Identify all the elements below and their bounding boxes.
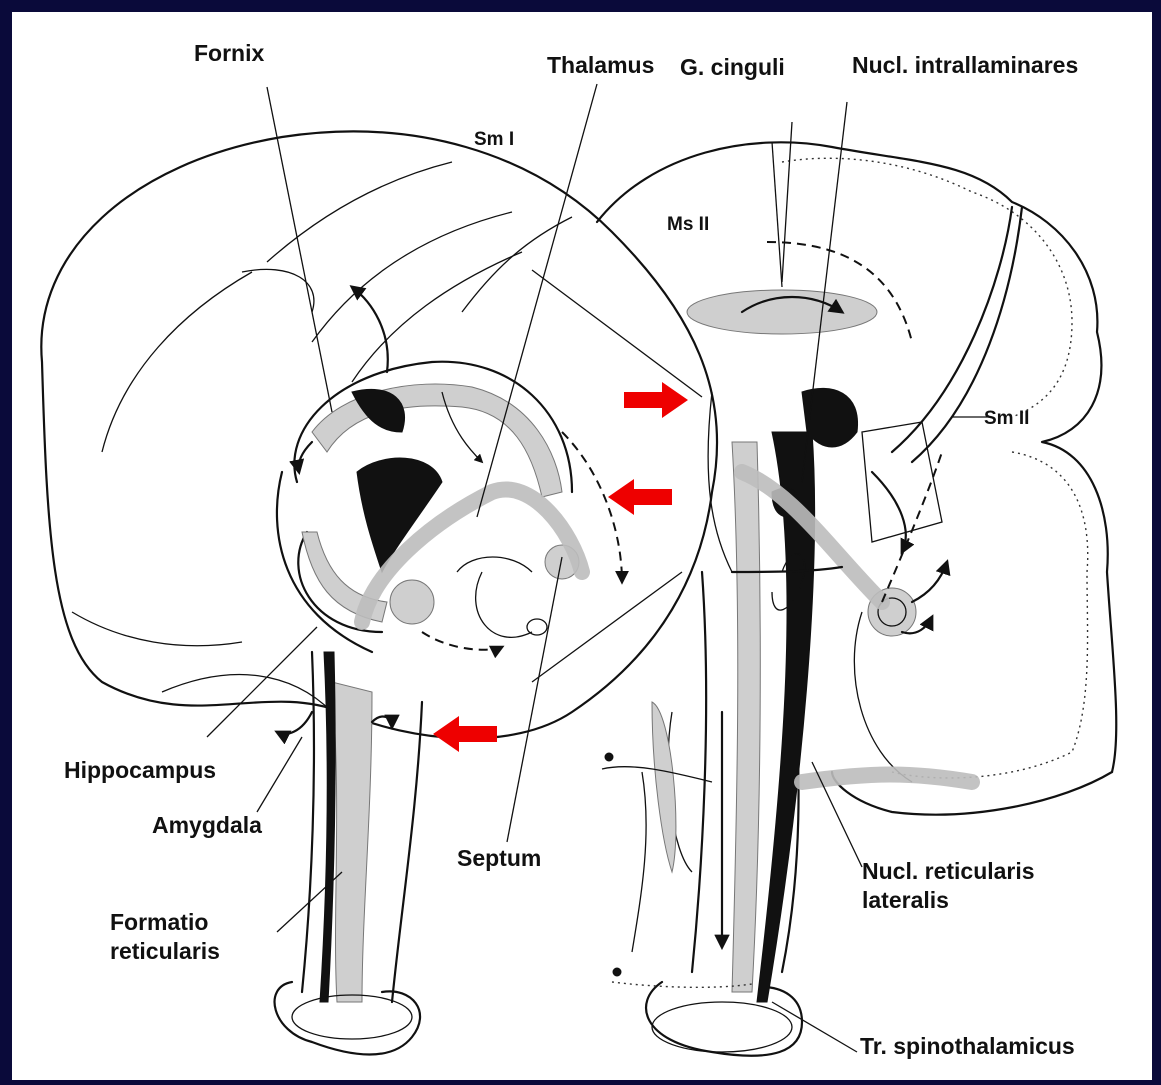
red-arrow-lower <box>433 716 497 752</box>
right-brainstem <box>632 388 858 1055</box>
label-hippocampus: Hippocampus <box>64 757 216 783</box>
left-brainstem <box>275 652 422 1055</box>
label-thalamus: Thalamus <box>547 52 654 78</box>
label-tr-spinothalamicus: Tr. spinothalamicus <box>860 1033 1075 1059</box>
label-septum: Septum <box>457 845 541 871</box>
label-nucl-intralaminares: Nucl. intrallaminares <box>852 52 1078 78</box>
label-formatio-line2: reticularis <box>110 938 220 964</box>
limbic-ring <box>277 362 582 652</box>
label-nucl-reticularis-line1: Nucl. reticularis <box>862 858 1035 884</box>
label-nucl-reticularis-line2: lateralis <box>862 887 949 913</box>
right-brain-outline <box>597 142 1116 814</box>
left-brain-outline <box>41 131 717 738</box>
label-sm-1: Sm I <box>474 127 514 153</box>
label-g-cinguli: G. cinguli <box>680 54 785 80</box>
red-arrow-middle <box>608 479 672 515</box>
label-fornix: Fornix <box>194 40 264 66</box>
label-formatio-line1: Formatio <box>110 909 208 935</box>
label-sm-2: Sm II <box>984 406 1029 432</box>
label-amygdala: Amygdala <box>152 812 262 838</box>
label-ms-2: Ms II <box>667 212 709 238</box>
diagram-panel: Fornix Thalamus G. cinguli Nucl. intrall… <box>12 12 1152 1080</box>
red-arrow-upper <box>624 382 688 418</box>
